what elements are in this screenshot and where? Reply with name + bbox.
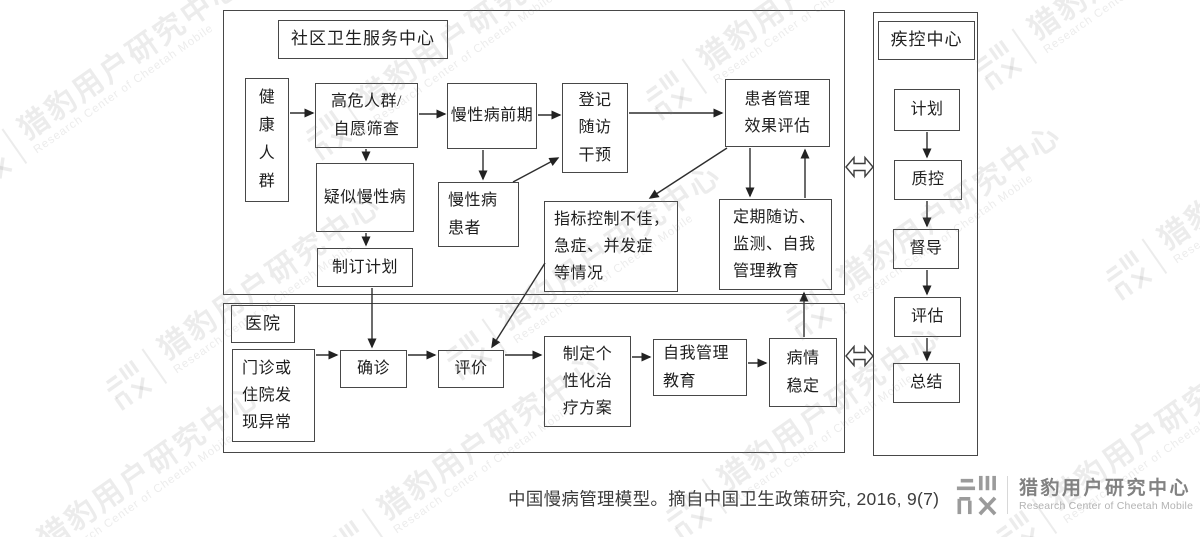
node-cdc-supervision: 督导 bbox=[893, 229, 959, 269]
node-cdc-summary: 总结 bbox=[893, 363, 960, 403]
logo-title: 猎豹用户研究中心 bbox=[1019, 477, 1192, 499]
double-arrow-community-cdc bbox=[845, 155, 874, 179]
double-arrow-hospital-cdc bbox=[845, 344, 874, 368]
node-condition-stable: 病情 稳定 bbox=[769, 338, 837, 407]
node-self-management-education: 自我管理 教育 bbox=[653, 339, 747, 396]
node-cdc-plan: 计划 bbox=[894, 89, 960, 131]
node-cdc-quality-control: 质控 bbox=[894, 160, 962, 200]
cheetah-research-logo: 猎豹用户研究中心 Research Center of Cheetah Mobi… bbox=[955, 474, 1193, 516]
node-periodic-followup-education: 定期随访、 监测、自我 管理教育 bbox=[719, 199, 832, 290]
title-hospital: 医院 bbox=[231, 305, 295, 343]
watermark-divider bbox=[1011, 28, 1038, 64]
container-cdc bbox=[873, 12, 978, 456]
node-suspected-chronic-disease: 疑似慢性病 bbox=[316, 163, 414, 232]
watermark-logo-glyph bbox=[325, 519, 360, 537]
container-hospital bbox=[223, 303, 845, 453]
watermark-divider bbox=[1, 128, 28, 164]
node-make-plan: 制订计划 bbox=[317, 248, 413, 287]
node-personalized-treatment-plan: 制定个 性化治 疗方案 bbox=[544, 336, 631, 427]
logo-subtitle: Research Center of Cheetah Mobile bbox=[1019, 500, 1194, 513]
node-chronic-disease-patients: 慢性病 患者 bbox=[438, 182, 519, 247]
node-poor-indicator-control: 指标控制不佳， 急症、并发症 等情况 bbox=[544, 201, 678, 292]
cheetah-logo-glyph bbox=[956, 475, 997, 516]
watermark-logo-glyph bbox=[0, 157, 13, 179]
watermark-logo-glyph bbox=[105, 359, 153, 411]
watermark-subtext: Research Center of Cheetah Mobile bbox=[31, 21, 216, 156]
node-confirm-diagnosis: 确诊 bbox=[340, 350, 407, 388]
watermark-text: 猎豹用户研究中心 bbox=[1023, 0, 1200, 46]
watermark-text: 猎豹用户研究中心 bbox=[12, 0, 248, 147]
figure-caption: 中国慢病管理模型。摘自中国卫生政策研究, 2016, 9(7) bbox=[508, 489, 940, 509]
node-cdc-assessment: 评估 bbox=[894, 297, 961, 337]
node-outpatient-abnormal-finding: 门诊或 住院发 现异常 bbox=[232, 349, 315, 442]
title-community-health-center: 社区卫生服务中心 bbox=[278, 20, 448, 59]
logo-divider bbox=[1007, 476, 1008, 514]
node-evaluation: 评价 bbox=[438, 350, 504, 388]
title-cdc: 疾控中心 bbox=[878, 21, 975, 60]
watermark-divider bbox=[141, 348, 168, 384]
node-register-followup-intervention: 登记 随访 干预 bbox=[562, 83, 628, 173]
node-patient-mgmt-effect-evaluation: 患者管理 效果评估 bbox=[725, 79, 830, 147]
watermark-subtext: Research Center of Cheetah Mobile bbox=[1041, 0, 1200, 56]
watermark-text: 猎豹用户研究中心 bbox=[1152, 77, 1200, 257]
watermark-logo-glyph bbox=[1105, 249, 1153, 301]
watermark-subtext: Research Center of Cheetah Mobile bbox=[1171, 132, 1200, 266]
node-healthy-population: 健 康 人 群 bbox=[245, 78, 289, 202]
node-pre-chronic-disease: 慢性病前期 bbox=[447, 83, 537, 149]
node-high-risk-voluntary-screening: 高危人群/ 自愿筛查 bbox=[315, 83, 418, 148]
watermark-divider bbox=[1141, 238, 1168, 274]
watermark-divider bbox=[361, 508, 388, 537]
